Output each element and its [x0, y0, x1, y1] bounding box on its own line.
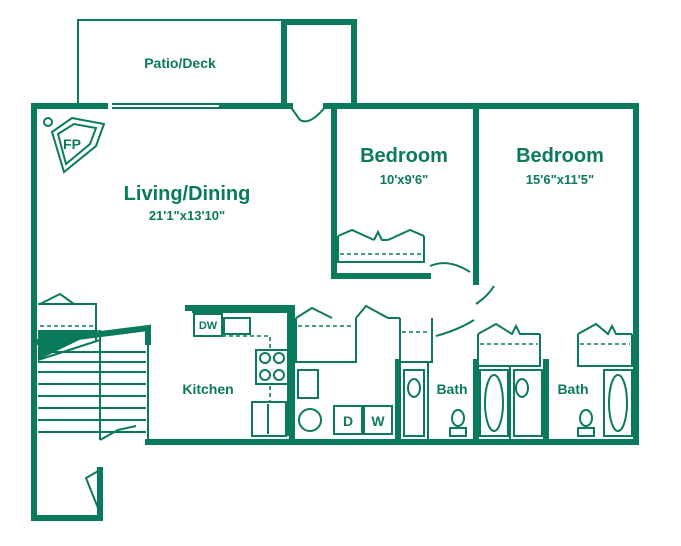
living-dining-dimensions: 21'1"x13'10" [149, 208, 225, 223]
fireplace-label: FP [63, 136, 81, 152]
bedroom-2-label: Bedroom [516, 145, 604, 167]
bedroom-2-closets [477, 322, 633, 367]
exterior-walls [31, 103, 639, 521]
sink-icon [223, 317, 251, 335]
bedroom-1-dimensions: 10'x9'6" [380, 172, 429, 187]
toilet-icon [451, 409, 465, 427]
bath-1-fixtures [403, 369, 509, 437]
patio-deck [77, 19, 357, 109]
dryer-icon [333, 405, 363, 435]
living-dining-label: Living/Dining [124, 183, 251, 205]
kitchen-counter [192, 311, 289, 437]
bath-1-label: Bath [436, 381, 467, 397]
toilet-icon [579, 409, 593, 427]
staircase [34, 292, 151, 509]
water-heater-icon [297, 369, 319, 399]
interior-walls [147, 285, 549, 445]
fireplace [43, 116, 106, 174]
washer-icon [363, 405, 393, 435]
washer-label: W [371, 413, 385, 429]
laundry-area [297, 369, 393, 435]
bath-2-label: Bath [557, 381, 588, 397]
kitchen-label: Kitchen [182, 381, 233, 397]
dishwasher-label: DW [199, 320, 218, 332]
patio-label: Patio/Deck [144, 55, 216, 71]
bath-2-fixtures [513, 369, 633, 437]
patio-door [289, 105, 327, 123]
bedroom-2-dimensions: 15'6"x11'5" [526, 172, 594, 187]
bedroom-1-walls [331, 103, 479, 285]
bedroom-1-label: Bedroom [360, 145, 448, 167]
dryer-label: D [343, 413, 353, 429]
furnace-icon [298, 408, 322, 432]
dishwasher-icon [193, 313, 223, 337]
